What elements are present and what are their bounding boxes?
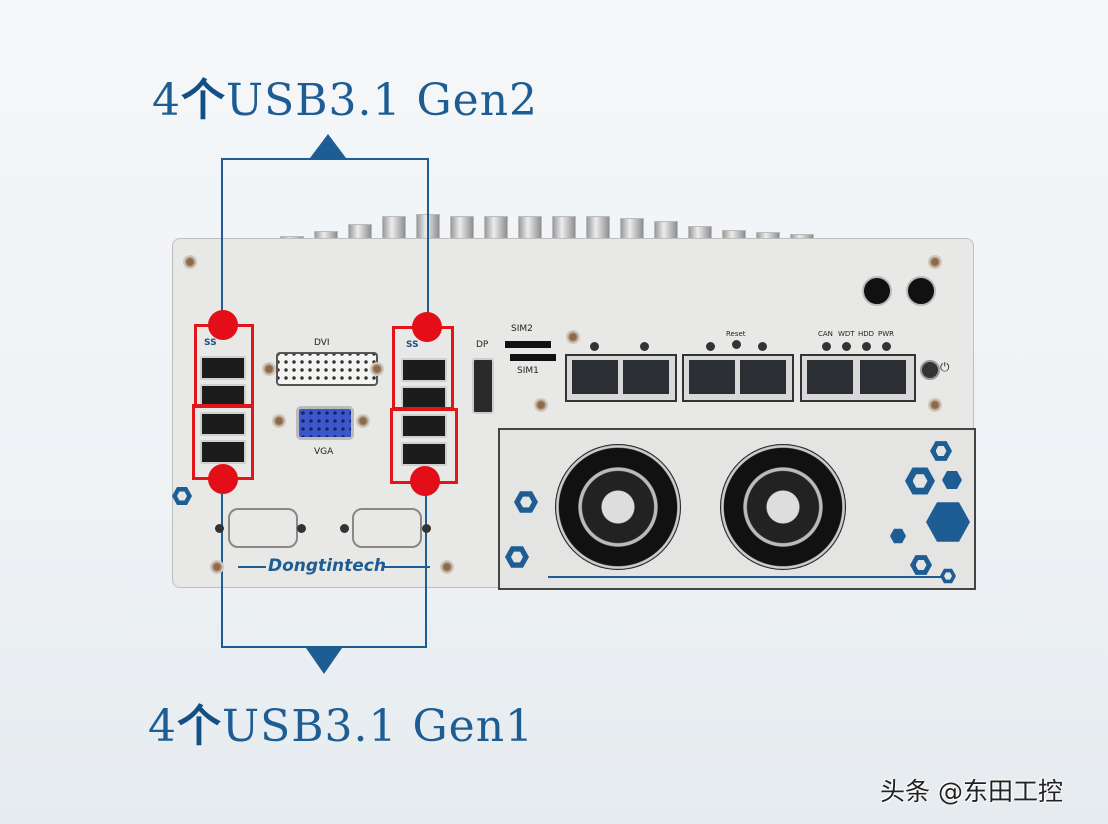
fan-icon xyxy=(720,444,846,570)
screw xyxy=(566,330,580,344)
watermark: 头条 @东田工控 xyxy=(880,777,1063,806)
hexagon-decor-icon xyxy=(514,491,538,513)
usb-port xyxy=(200,440,246,464)
gen1-connector-line xyxy=(425,478,427,648)
usb-gen2-label: 4个USB3.1 Gen2 xyxy=(152,75,539,126)
status-led xyxy=(590,342,599,351)
hexagon-decor-icon xyxy=(905,467,935,495)
sim-slot xyxy=(505,341,551,348)
led-label-hdd: HDD xyxy=(858,330,875,338)
status-led xyxy=(640,342,649,351)
marker-dot xyxy=(208,310,238,340)
reset-label: Reset xyxy=(726,330,746,338)
hexagon-decor-icon xyxy=(940,568,956,584)
decor-line xyxy=(238,566,266,568)
lan-port xyxy=(738,358,788,396)
hole xyxy=(422,524,431,533)
screw xyxy=(928,255,942,269)
knockout-cover xyxy=(228,508,298,548)
led-label-wdt: WDT xyxy=(838,330,855,338)
hexagon-decor-icon xyxy=(505,546,529,568)
vga-label: VGA xyxy=(314,447,334,457)
brand-logo: Dongtintech xyxy=(268,556,386,576)
usb-port xyxy=(401,358,447,382)
marker-dot xyxy=(410,466,440,496)
led-label-can: CAN xyxy=(818,330,833,338)
usb-port xyxy=(200,412,246,436)
decor-line xyxy=(548,576,948,578)
power-icon: ⏻ xyxy=(940,360,950,374)
led-label-pwr: PWR xyxy=(878,330,895,338)
displayport xyxy=(472,358,494,414)
hexagon-decor-icon xyxy=(172,487,192,505)
hexagon-decor-icon xyxy=(910,555,932,575)
fan-icon xyxy=(555,444,681,570)
hexagon-decor-icon xyxy=(930,441,952,461)
dvi-label: DVI xyxy=(314,338,330,348)
status-led xyxy=(862,342,871,351)
lan-port xyxy=(805,358,855,396)
usb-ss-logo: SS xyxy=(204,338,217,348)
up-arrow-icon xyxy=(310,134,346,158)
usb-port xyxy=(200,356,246,380)
lan-port xyxy=(858,358,908,396)
status-led xyxy=(842,342,851,351)
antenna-jack xyxy=(862,276,892,306)
usb-gen1-label: 4个USB3.1 Gen1 xyxy=(148,701,535,752)
down-arrow-icon xyxy=(306,648,342,674)
screw xyxy=(534,398,548,412)
lan-port xyxy=(570,358,620,396)
dp-label: DP xyxy=(476,340,489,350)
screw xyxy=(272,414,286,428)
screw xyxy=(210,560,224,574)
screw xyxy=(183,255,197,269)
sim-slot xyxy=(510,354,556,361)
screw xyxy=(370,362,384,376)
screw xyxy=(356,414,370,428)
dvi-port xyxy=(276,352,378,386)
decor-line xyxy=(384,566,430,568)
status-led xyxy=(882,342,891,351)
lan-port xyxy=(687,358,737,396)
antenna-jack xyxy=(906,276,936,306)
usb-ss-logo: SS xyxy=(406,340,419,350)
status-led xyxy=(758,342,767,351)
hexagon-decor-icon xyxy=(890,528,906,544)
gen1-bracket-bottom xyxy=(221,646,427,648)
status-led xyxy=(822,342,831,351)
power-button xyxy=(920,360,940,380)
usb-port xyxy=(401,442,447,466)
status-led xyxy=(706,342,715,351)
usb-port xyxy=(401,386,447,410)
knockout-cover xyxy=(352,508,422,548)
hole xyxy=(215,524,224,533)
usb-port xyxy=(401,414,447,438)
marker-dot xyxy=(412,312,442,342)
sim1-label: SIM1 xyxy=(517,366,539,376)
marker-dot xyxy=(208,464,238,494)
hole xyxy=(297,524,306,533)
gen2-bracket-top xyxy=(221,158,429,160)
sim2-label: SIM2 xyxy=(511,324,533,334)
hole xyxy=(340,524,349,533)
screw xyxy=(440,560,454,574)
vga-port xyxy=(296,406,354,440)
screw xyxy=(928,398,942,412)
reset-button xyxy=(732,340,741,349)
screw xyxy=(262,362,276,376)
lan-port xyxy=(621,358,671,396)
gen2-connector-line xyxy=(427,158,429,328)
hexagon-decor-icon xyxy=(942,471,962,489)
gen2-connector-line xyxy=(221,158,223,326)
